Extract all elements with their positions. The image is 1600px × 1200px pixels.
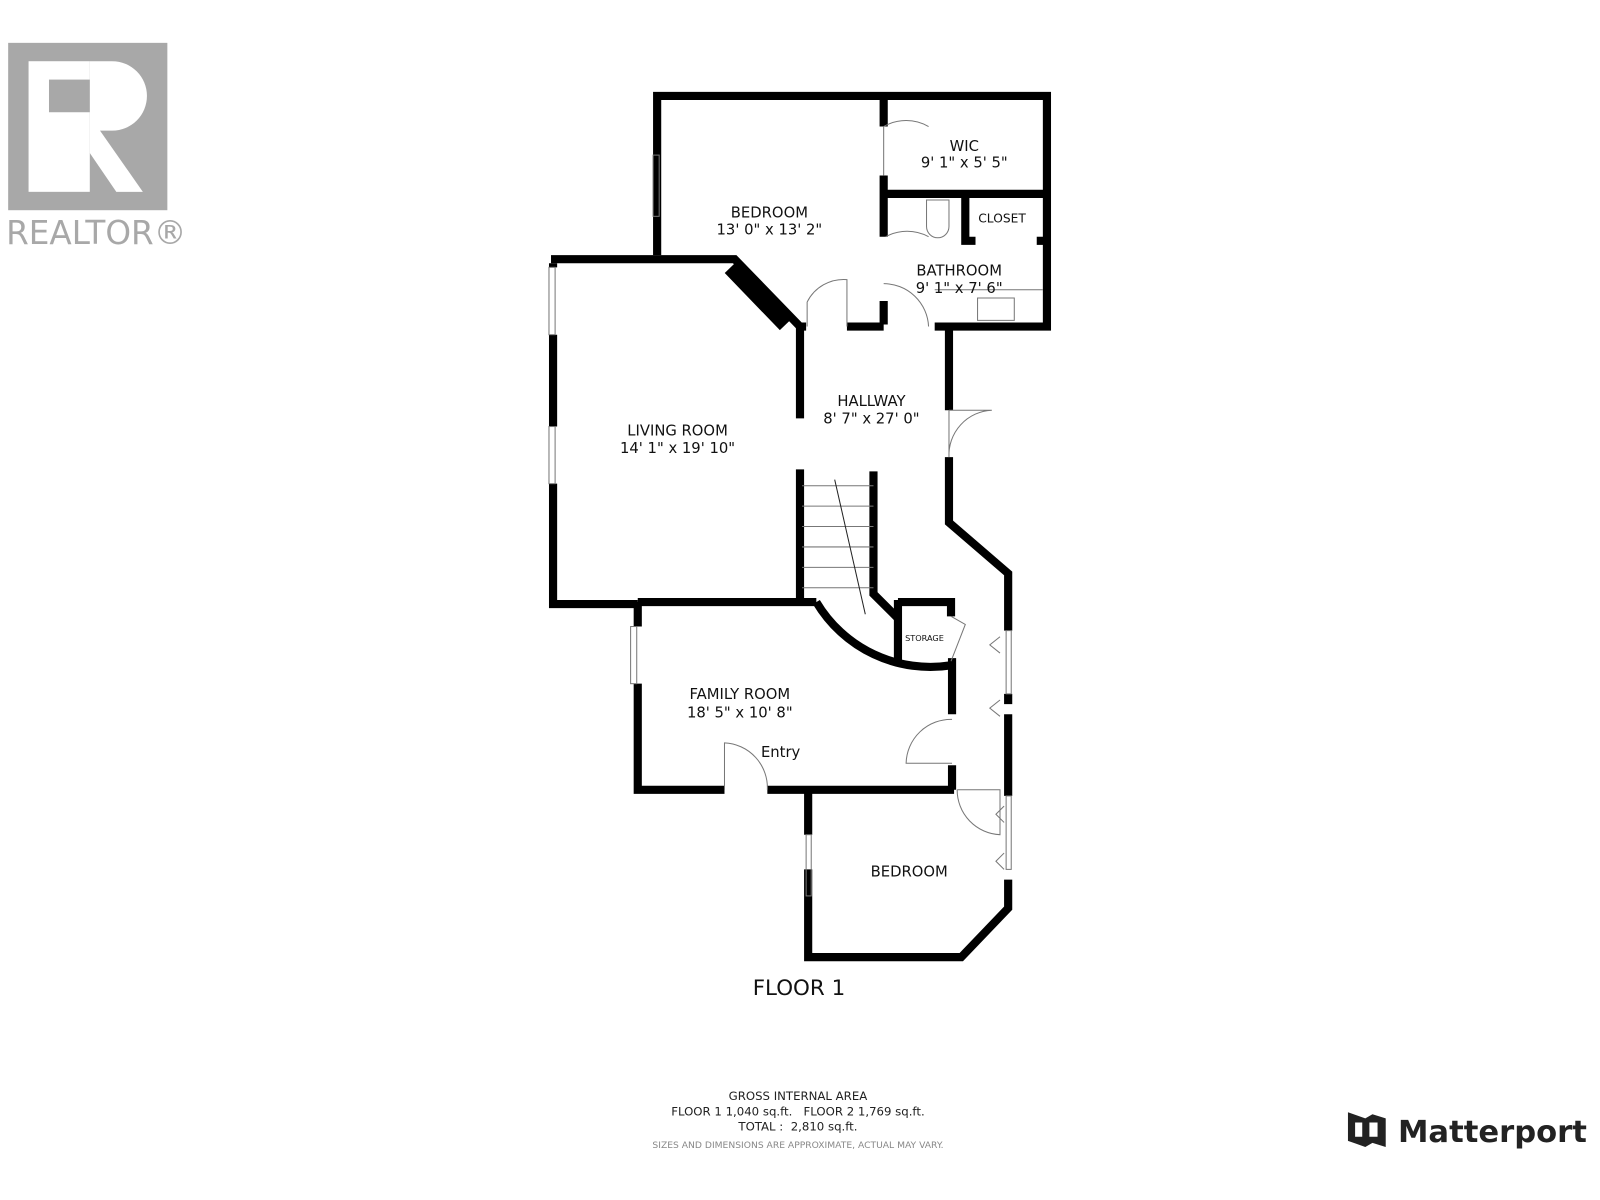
room-dims-family-room: 18' 5" x 10' 8": [687, 704, 793, 721]
room-name-family-room: FAMILY ROOM: [689, 686, 790, 703]
room-dims-wic: 9' 1" x 5' 5": [921, 154, 1008, 171]
room-dims-hallway: 8' 7" x 27' 0": [823, 410, 919, 427]
realtor-logo: REALTOR®: [6, 42, 186, 252]
matterport-icon: [1347, 1112, 1386, 1147]
room-name-wic: WIC: [950, 138, 979, 155]
room-dims-bathroom: 9' 1" x 7' 6": [916, 280, 1003, 297]
windows-doors: [548, 120, 1043, 897]
room-name-bathroom: BATHROOM: [916, 263, 1002, 280]
gross-area-total: TOTAL : 2,810 sq.ft.: [737, 1120, 857, 1134]
entry-label: Entry: [761, 744, 801, 761]
gross-area-floors: FLOOR 1 1,040 sq.ft. FLOOR 2 1,769 sq.ft…: [671, 1104, 924, 1118]
room-name-bedroom-1: BEDROOM: [731, 204, 808, 221]
room-name-bedroom-2: BEDROOM: [871, 864, 948, 881]
room-dims-bedroom-1: 13' 0" x 13' 2": [717, 222, 823, 239]
room-name-storage: STORAGE: [905, 633, 944, 643]
gross-area-heading: GROSS INTERNAL AREA: [729, 1089, 868, 1103]
matterport-logo: Matterport: [1347, 1112, 1587, 1150]
matterport-wordmark: Matterport: [1398, 1115, 1587, 1150]
walls: [548, 91, 1052, 962]
room-dims-living-room: 14' 1" x 19' 10": [620, 440, 735, 457]
floor-title: FLOOR 1: [753, 976, 845, 1001]
disclaimer: SIZES AND DIMENSIONS ARE APPROXIMATE, AC…: [652, 1140, 943, 1151]
room-name-living-room: LIVING ROOM: [627, 423, 728, 440]
room-name-hallway: HALLWAY: [837, 393, 906, 410]
room-name-closet: CLOSET: [978, 211, 1026, 225]
realtor-wordmark: REALTOR®: [6, 214, 186, 252]
